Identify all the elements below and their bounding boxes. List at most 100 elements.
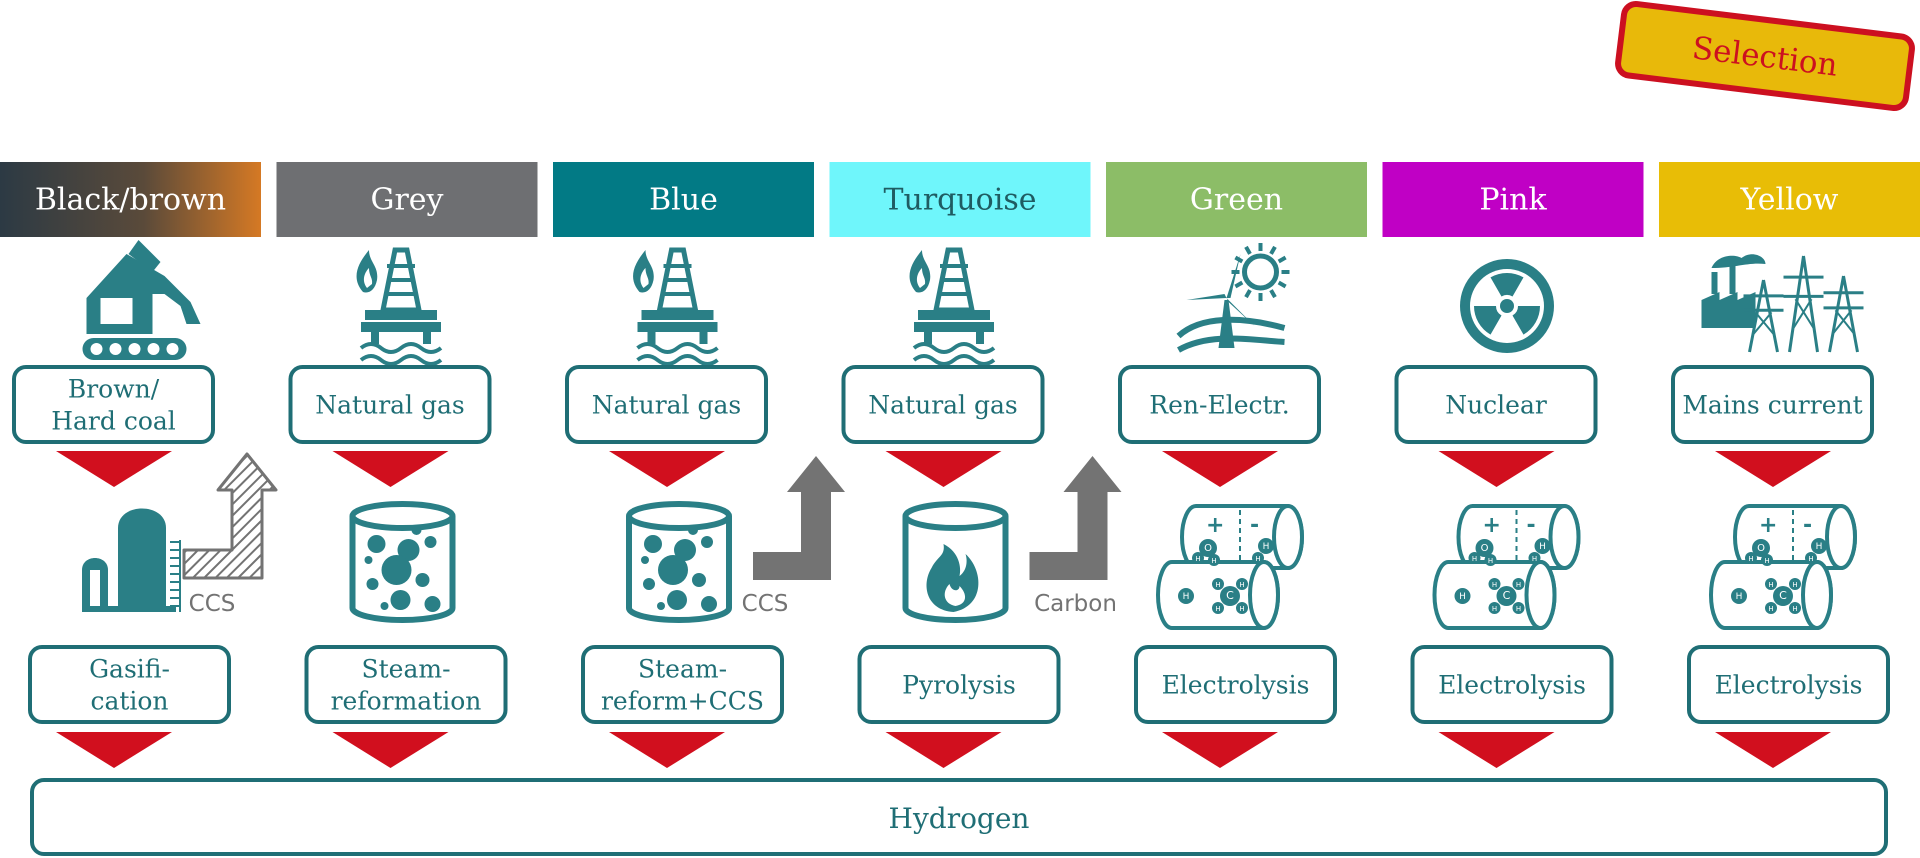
svg-text:H: H xyxy=(1215,605,1220,613)
gas-rig-icon xyxy=(356,247,443,366)
source-box-green-frame xyxy=(1118,365,1321,444)
wind-solar-icon xyxy=(1176,243,1290,353)
svg-text:H: H xyxy=(1736,592,1743,602)
process-box-grey: Steam-reformation xyxy=(304,645,508,724)
process-box-black-brown-frame xyxy=(28,645,231,724)
source-box-pink-frame xyxy=(1394,365,1598,444)
flow-arrow-down xyxy=(1162,732,1278,768)
svg-text:H: H xyxy=(1792,605,1797,613)
source-box-blue: Natural gas xyxy=(565,365,768,444)
svg-text:H: H xyxy=(1516,605,1521,613)
flow-arrow-down xyxy=(1715,732,1831,768)
process-box-grey-label-line: reformation xyxy=(331,687,482,716)
header-blue: Blue xyxy=(553,162,814,237)
flow-arrow-down xyxy=(332,451,449,487)
source-box-pink-label-line: Nuclear xyxy=(1445,391,1547,420)
svg-text:-: - xyxy=(1250,513,1259,538)
svg-text:H: H xyxy=(1255,555,1260,563)
header-pink: Pink xyxy=(1382,162,1644,237)
header-background xyxy=(276,162,538,237)
svg-text:H: H xyxy=(1239,605,1244,613)
svg-text:H: H xyxy=(1768,581,1773,589)
svg-text:H: H xyxy=(1808,555,1813,563)
flow-arrow-down xyxy=(332,732,449,768)
bubble-tank-icon xyxy=(626,501,732,623)
svg-text:H: H xyxy=(1472,555,1477,563)
process-box-blue-label-line: Steam- xyxy=(638,655,727,684)
process-box-yellow-label-line: Electrolysis xyxy=(1715,671,1863,700)
flow-arrow-down xyxy=(609,451,725,487)
svg-text:H: H xyxy=(1764,557,1769,565)
source-box-black-brown-label-line: Hard coal xyxy=(51,407,176,436)
source-box-turquoise: Natural gas xyxy=(841,365,1045,444)
source-box-green: Ren-Electr. xyxy=(1118,365,1321,444)
process-box-green-frame xyxy=(1134,645,1337,724)
flow-arrow-down xyxy=(885,451,1002,487)
source-box-blue-label-line: Natural gas xyxy=(592,391,741,420)
process-box-blue-frame xyxy=(581,645,784,724)
svg-text:H: H xyxy=(1539,542,1546,552)
output-arrow xyxy=(1029,456,1122,580)
source-box-pink: Nuclear xyxy=(1394,365,1598,444)
header-label: Black/brown xyxy=(35,183,226,218)
process-box-blue-label-line: reform+CCS xyxy=(601,687,764,716)
source-box-yellow-label-line: Mains current xyxy=(1682,391,1862,420)
svg-text:H: H xyxy=(1532,555,1537,563)
flame-tank-icon xyxy=(902,501,1009,623)
header-label: Pink xyxy=(1479,183,1547,218)
header-black-brown: Black/brown xyxy=(0,162,261,237)
flow-arrow-down xyxy=(56,451,172,487)
hydrogen-output: Hydrogen xyxy=(30,778,1888,856)
flow-arrow-down xyxy=(1438,451,1555,487)
svg-text:+: + xyxy=(1206,513,1224,538)
svg-text:H: H xyxy=(1459,592,1466,602)
flow-arrow-down xyxy=(1715,451,1831,487)
header-label: Blue xyxy=(649,183,718,218)
svg-text:C: C xyxy=(1779,589,1787,602)
svg-text:H: H xyxy=(1492,605,1497,613)
source-box-grey: Natural gas xyxy=(288,365,492,444)
flow-arrow-down xyxy=(56,732,172,768)
process-box-pink-label-line: Electrolysis xyxy=(1438,671,1586,700)
source-box-grey-frame xyxy=(288,365,492,444)
power-grid-icon xyxy=(1701,254,1864,353)
header-background xyxy=(1659,162,1920,237)
svg-text:H: H xyxy=(1183,592,1190,602)
process-box-black-brown: Gasifi-cation xyxy=(28,645,231,724)
svg-text:-: - xyxy=(1527,513,1536,538)
source-box-green-label-line: Ren-Electr. xyxy=(1149,391,1289,420)
side-output-label: CCS xyxy=(189,591,236,617)
source-box-blue-frame xyxy=(565,365,768,444)
header-background xyxy=(0,162,261,237)
process-box-yellow-frame xyxy=(1687,645,1890,724)
svg-text:O: O xyxy=(1481,543,1489,554)
process-box-pink-frame xyxy=(1410,645,1614,724)
svg-text:-: - xyxy=(1803,513,1812,538)
header-background xyxy=(1382,162,1644,237)
hydrogen-box xyxy=(30,778,1888,856)
output-arrow xyxy=(753,456,845,580)
svg-text:H: H xyxy=(1211,557,1216,565)
process-box-black-brown-label-line: Gasifi- xyxy=(89,655,170,684)
process-box-grey-frame xyxy=(304,645,508,724)
header-background xyxy=(829,162,1091,237)
source-box-grey-label-line: Natural gas xyxy=(315,391,464,420)
header-green: Green xyxy=(1106,162,1367,237)
process-box-turquoise-label-line: Pyrolysis xyxy=(902,671,1016,700)
header-label: Turquoise xyxy=(883,183,1036,218)
header-background xyxy=(1106,162,1367,237)
process-box-green-label-line: Electrolysis xyxy=(1162,671,1310,700)
side-output-label: Carbon xyxy=(1034,591,1117,617)
bubble-tank-icon xyxy=(349,501,456,623)
source-box-black-brown-frame xyxy=(12,365,215,444)
gasifier-icon xyxy=(82,508,181,612)
svg-text:H: H xyxy=(1792,581,1797,589)
source-box-turquoise-label-line: Natural gas xyxy=(868,391,1017,420)
